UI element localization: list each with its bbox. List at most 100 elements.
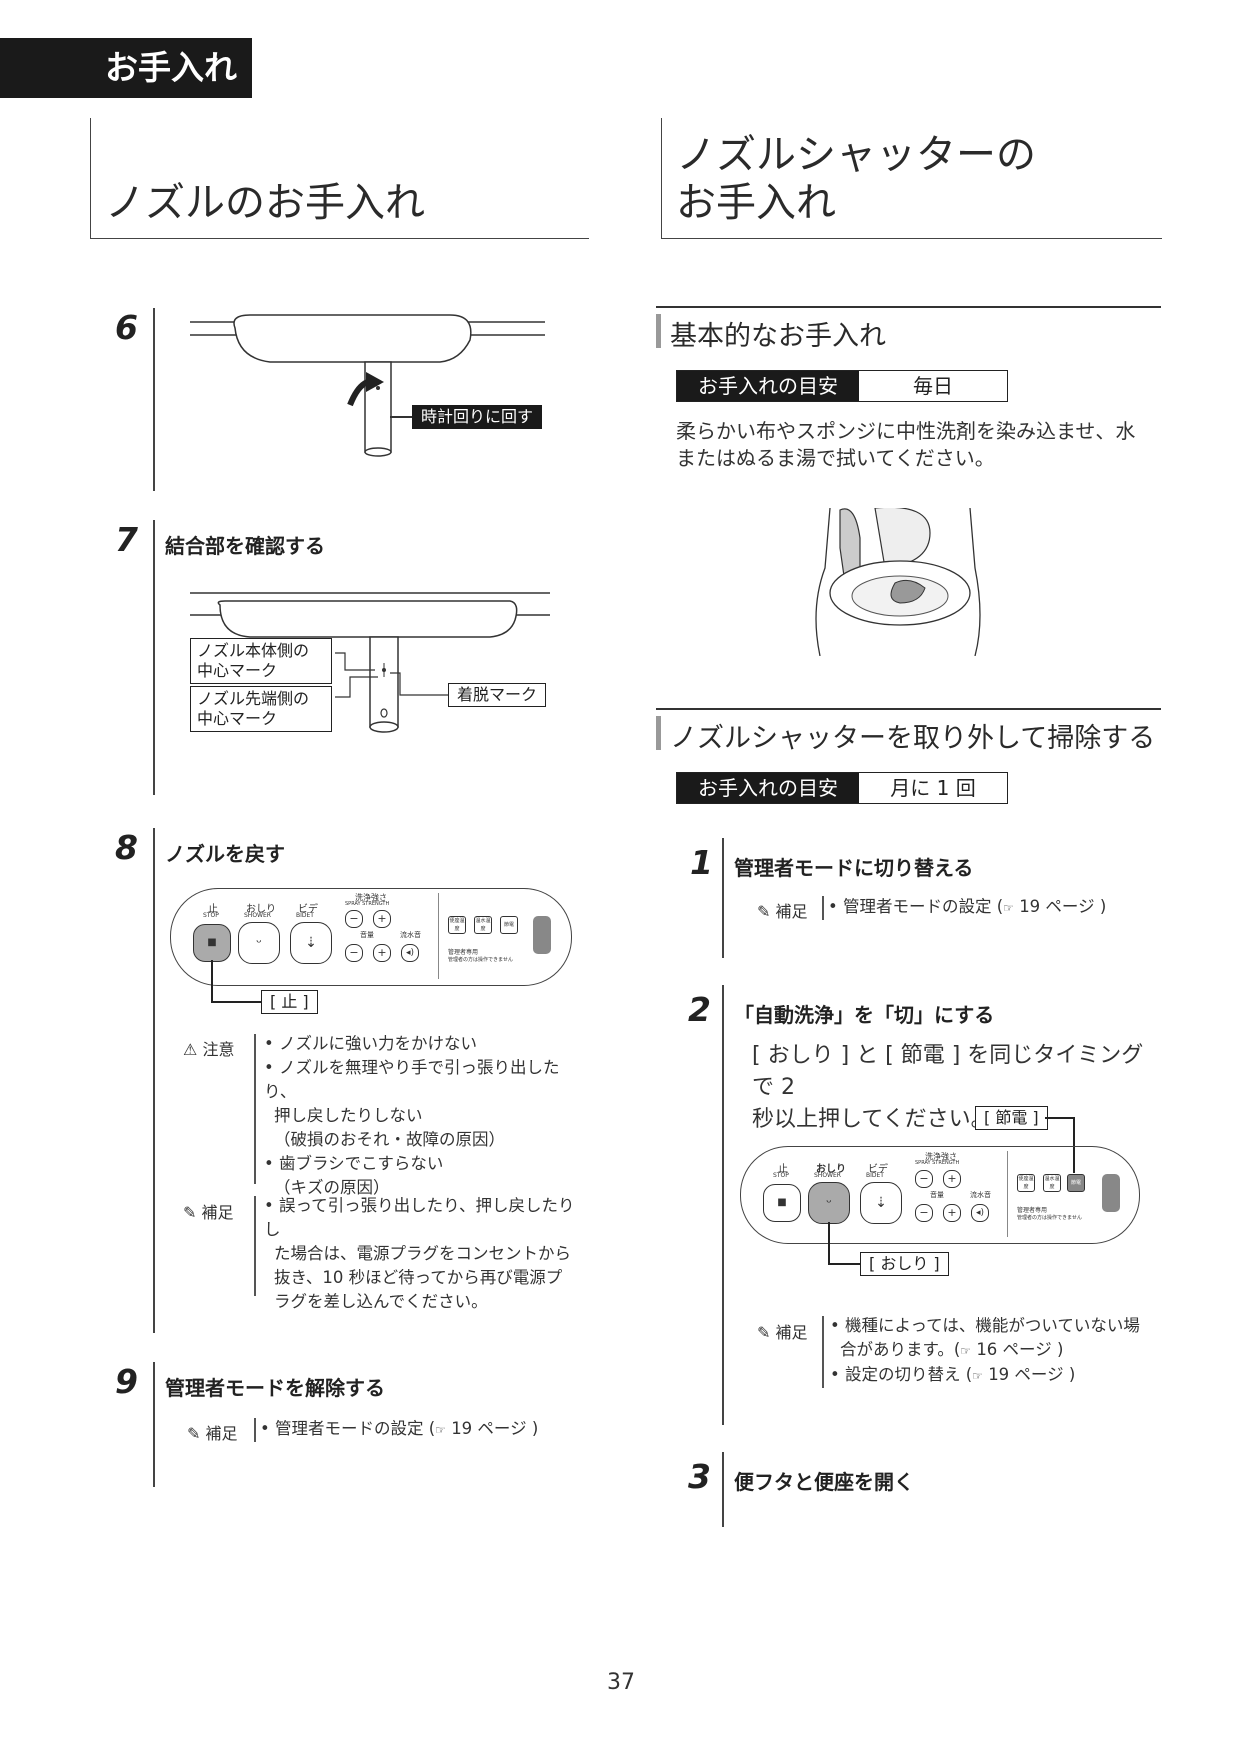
- admin-note-left: 管理者の方は操作できません: [448, 957, 513, 963]
- bidet-button[interactable]: ⇣: [290, 922, 332, 964]
- step-7-title: 結合部を確認する: [165, 534, 325, 558]
- attach-mark-callout: 着脱マーク: [448, 683, 547, 707]
- remove-guide: お手入れの目安 月に 1 回: [676, 772, 1008, 804]
- page-number: 37: [607, 1670, 635, 1695]
- supplement-bar-9: [254, 1418, 256, 1442]
- flush-sound-button[interactable]: ◂): [401, 944, 419, 962]
- r-supplement-label-2: ✎ 補足: [757, 1323, 808, 1342]
- water-temp-button[interactable]: 温水温度: [474, 916, 492, 934]
- volume-minus-button-r[interactable]: −: [915, 1204, 933, 1222]
- step-7-divider: [153, 520, 155, 795]
- strength-en-left: SPRAY STRENGTH: [345, 901, 390, 907]
- volume-plus-button-r[interactable]: +: [943, 1204, 961, 1222]
- step-9-number: 9: [115, 1362, 138, 1401]
- strength-label-left: 洗浄強さ: [355, 893, 387, 902]
- left-section-title: ノズルのお手入れ: [105, 180, 425, 226]
- stop-callout-leader: [211, 960, 213, 1002]
- right-section-title-2: お手入れ: [676, 180, 836, 226]
- power-save-button[interactable]: 節電: [500, 916, 518, 934]
- basic-text: 柔らかい布やスポンジに中性洗剤を染み込ませ、水 またはぬるま湯で拭いてください。: [676, 419, 1136, 470]
- panel-divider-left: [438, 893, 439, 979]
- flush-label-left: 流水音: [400, 931, 421, 939]
- caution-label: ⚠ 注意: [183, 1040, 235, 1059]
- power-save-leader-h: [1045, 1117, 1073, 1119]
- strength-en-right: SPRAY STRENGTH: [915, 1160, 960, 1166]
- remote-panel-left: [170, 888, 572, 986]
- reference-icon: ☞: [960, 1344, 972, 1358]
- supplement-text-9: • 管理者モードの設定 (☞ 19 ページ ): [260, 1419, 539, 1438]
- strength-minus-button-r[interactable]: −: [915, 1170, 933, 1188]
- remove-title: ノズルシャッターを取り外して掃除する: [670, 723, 1156, 754]
- volume-plus-button[interactable]: +: [373, 944, 391, 962]
- r-supplement-text-1: • 管理者モードの設定 (☞ 19 ページ ): [828, 897, 1107, 916]
- step-6-number: 6: [115, 308, 138, 347]
- step-9-divider: [153, 1362, 155, 1487]
- supplement-text-8: • 誤って引っ張り出したり、押し戻したりし た場合は、電源プラグをコンセントから…: [264, 1196, 575, 1311]
- strength-minus-button[interactable]: −: [345, 910, 363, 928]
- pencil-icon: ✎: [757, 902, 771, 921]
- caution-bar: [254, 1034, 256, 1184]
- pencil-icon: ✎: [183, 1203, 197, 1222]
- section-tab: お手入れ: [0, 38, 252, 98]
- step-9-title: 管理者モードを解除する: [165, 1376, 385, 1400]
- volume-minus-button[interactable]: −: [345, 944, 363, 962]
- right-section-title-1: ノズルシャッターの: [676, 132, 1036, 178]
- power-save-button-r[interactable]: 節電: [1067, 1174, 1085, 1192]
- pencil-icon: ✎: [187, 1424, 201, 1443]
- seat-temp-button[interactable]: 便座温度: [448, 916, 466, 934]
- panel-sensor-right: [1102, 1174, 1120, 1212]
- stop-button-r[interactable]: ■: [763, 1184, 801, 1222]
- body-center-mark-callout: ノズル本体側の 中心マーク: [190, 638, 332, 684]
- right-title-box: [661, 118, 1162, 239]
- basic-rule: [656, 306, 1161, 308]
- nozzle-rotate-illustration: [190, 314, 545, 457]
- r-step-3-title: 便フタと便座を開く: [734, 1470, 914, 1494]
- stop-button[interactable]: ■: [193, 924, 231, 962]
- admin-label-left: 管理者専用: [448, 949, 479, 956]
- strength-plus-button[interactable]: +: [373, 910, 391, 928]
- r-supplement-text-2: • 機種によっては、機能がついていない場 合があります。(☞ 16 ページ ) …: [830, 1316, 1140, 1384]
- remove-rule: [656, 708, 1161, 710]
- reference-icon: ☞: [435, 1423, 446, 1437]
- strength-label-right: 洗浄強さ: [925, 1152, 957, 1161]
- r-step-2-divider: [722, 985, 724, 1425]
- shower-leader-v: [828, 1222, 830, 1264]
- bidet-button-r[interactable]: ⇣: [860, 1182, 902, 1224]
- admin-label-right: 管理者専用: [1017, 1207, 1048, 1214]
- r-step-2-title: 「自動洗浄」を「切」にする: [734, 1003, 995, 1027]
- panel-sensor-left: [533, 916, 551, 954]
- reference-icon: ☞: [1003, 901, 1014, 915]
- volume-label-right: 音量: [930, 1191, 944, 1199]
- strength-plus-button-r[interactable]: +: [943, 1170, 961, 1188]
- shower-leader-h: [828, 1263, 860, 1265]
- shower-button[interactable]: ᵕ: [238, 922, 280, 964]
- supplement-bar-8: [254, 1196, 256, 1296]
- basic-guide: お手入れの目安 毎日: [676, 370, 1008, 402]
- r-supplement-bar-2: [822, 1316, 824, 1388]
- step-6-divider: [153, 308, 155, 491]
- step-8-title: ノズルを戻す: [165, 842, 285, 866]
- tip-center-mark-callout: ノズル先端側の 中心マーク: [190, 686, 332, 732]
- r-supplement-bar-1: [822, 896, 824, 920]
- toilet-wiping-illustration: [815, 508, 981, 656]
- flush-sound-button-r[interactable]: ◂): [971, 1204, 989, 1222]
- seat-temp-button-r[interactable]: 便座温度: [1017, 1174, 1035, 1192]
- r-step-2-text: [ おしり ] と [ 節電 ] を同じタイミングで 2 秒以上押してください。: [752, 1043, 1144, 1132]
- r-step-2-number: 2: [688, 990, 711, 1029]
- step-7-number: 7: [115, 520, 138, 559]
- r-step-3-number: 3: [688, 1457, 711, 1496]
- step-8-number: 8: [115, 828, 138, 867]
- callout-leader: [390, 416, 412, 418]
- power-save-callout: [ 節電 ]: [975, 1106, 1048, 1130]
- left-title-box: [90, 118, 589, 239]
- water-temp-button-r[interactable]: 温水温度: [1043, 1174, 1061, 1192]
- warning-icon: ⚠: [183, 1040, 198, 1059]
- supplement-label-9: ✎ 補足: [187, 1424, 238, 1443]
- caution-text: • ノズルに強い力をかけない • ノズルを無理やり手で引っ張り出したり、 押し戻…: [264, 1034, 560, 1197]
- power-save-leader-v: [1073, 1117, 1075, 1173]
- remote-panel-right: [740, 1146, 1140, 1244]
- r-step-1-title: 管理者モードに切り替える: [734, 856, 974, 880]
- r-step-1-divider: [722, 838, 724, 958]
- shower-button-r[interactable]: ᵕ: [808, 1182, 850, 1224]
- nozzle-joint-illustration: [190, 592, 550, 733]
